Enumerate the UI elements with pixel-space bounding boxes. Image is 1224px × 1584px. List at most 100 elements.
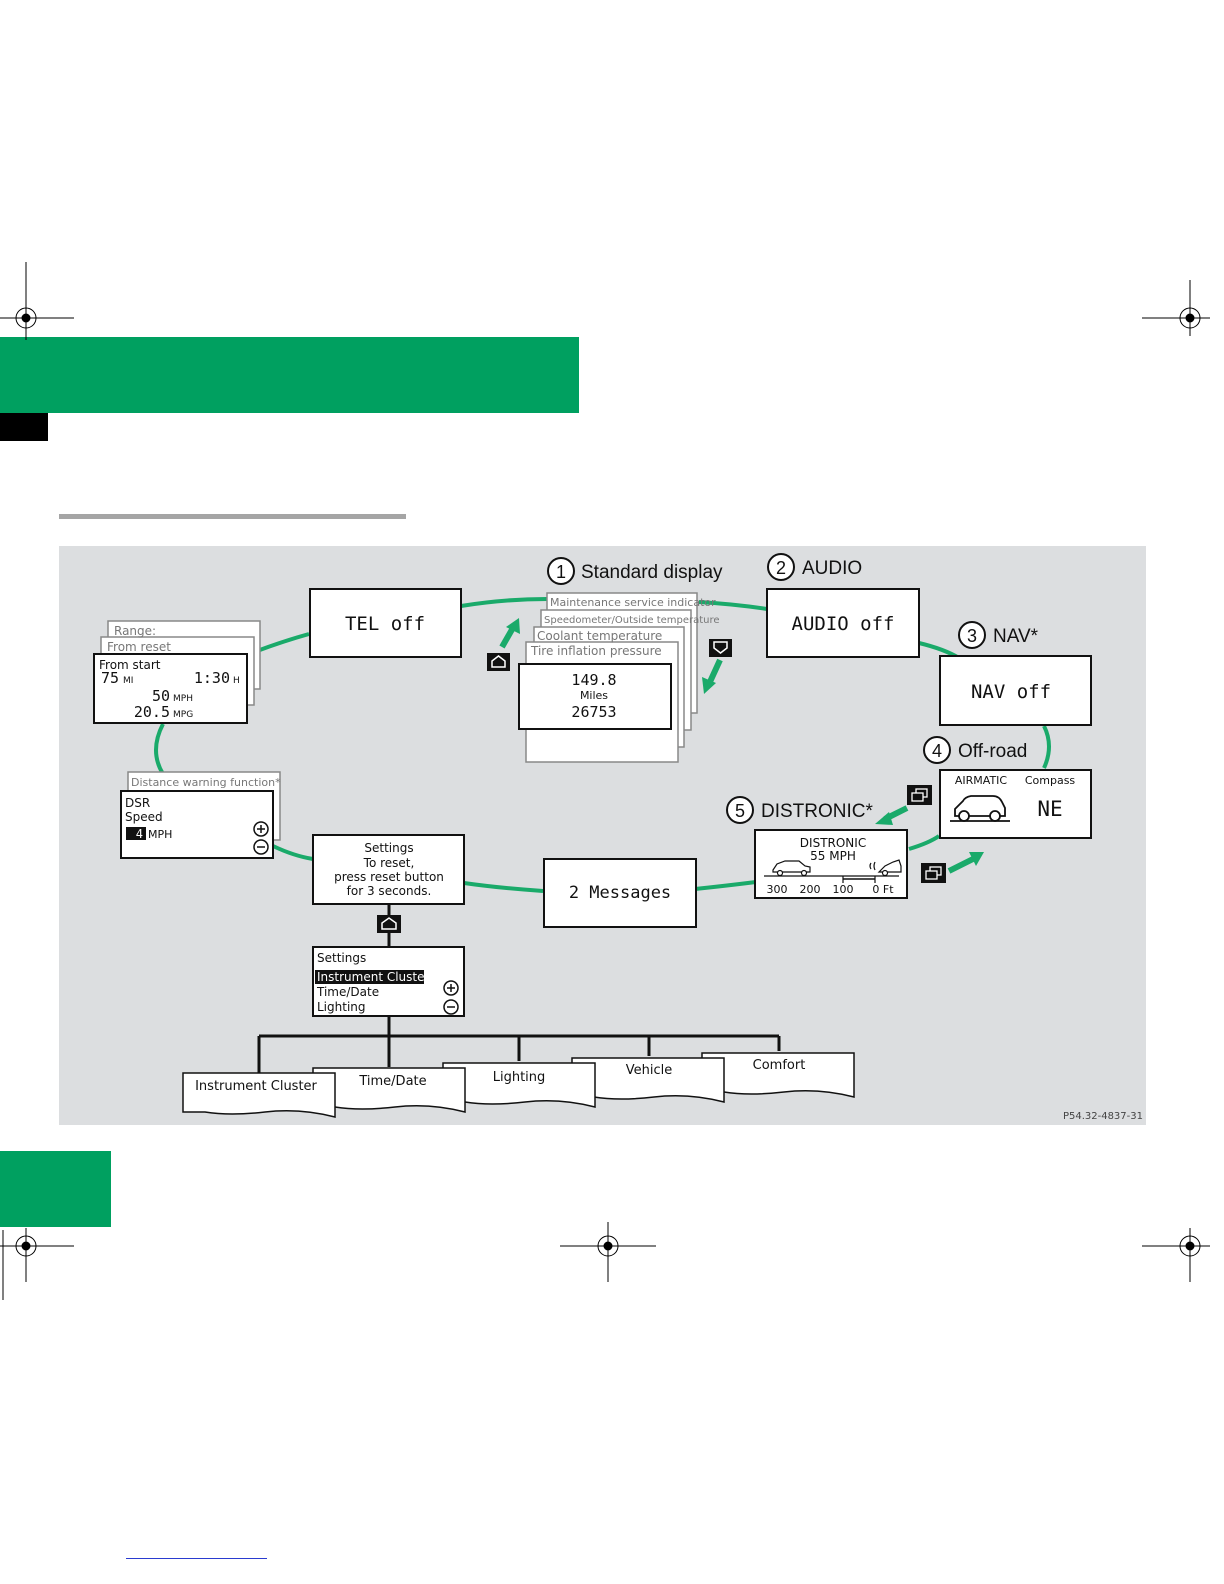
svg-text:2: 2 (776, 558, 786, 578)
trip-computer-stack: Range: From reset From start 75 MI 1:30 … (93, 620, 261, 724)
screen-distronic: DISTRONIC 55 MPH 300 200 100 0 Ft (754, 829, 908, 899)
crosshair-icon (0, 262, 74, 340)
footer-link-rule (126, 1558, 267, 1559)
svg-text:AIRMATIC: AIRMATIC (955, 774, 1008, 787)
svg-text:100: 100 (833, 883, 854, 896)
submenu-tree (257, 1016, 781, 1073)
settings-item-time-date[interactable]: Time/Date (316, 985, 379, 999)
svg-text:3: 3 (967, 626, 977, 646)
svg-text:MPH: MPH (173, 694, 193, 704)
svg-text:Miles: Miles (580, 689, 608, 702)
svg-text:4: 4 (136, 827, 143, 841)
screen-tel: TEL off (309, 588, 462, 658)
crosshair-icon (0, 1228, 74, 1282)
svg-text:149.8: 149.8 (571, 671, 616, 689)
minus-icon (443, 999, 459, 1015)
svg-text:press reset button: press reset button (334, 870, 444, 884)
label-standard-display: 1 Standard display (547, 557, 723, 585)
crosshair-icon (1142, 1228, 1210, 1282)
settings-up-button[interactable] (377, 915, 401, 933)
heading-rule (59, 514, 406, 519)
submenu-vehicle[interactable]: Vehicle (571, 1057, 725, 1103)
page-corner-tab (0, 1151, 111, 1227)
dsr-stack: Distance warning function* DSR Speed 4 M… (120, 771, 281, 859)
minus-icon (253, 839, 269, 855)
settings-item-instrument-cluster[interactable]: Instrument Cluster (317, 970, 429, 984)
plus-icon (443, 980, 459, 996)
svg-text:MI: MI (123, 676, 133, 686)
svg-text:55 MPH: 55 MPH (810, 849, 856, 863)
svg-text:300: 300 (767, 883, 788, 896)
scroll-up-button[interactable] (487, 653, 510, 671)
label-off-road: 4 Off-road (923, 736, 1027, 764)
screen-messages: 2 Messages (543, 858, 697, 928)
stack-item: From reset (107, 640, 171, 654)
stack-item: Tire inflation pressure (530, 644, 662, 658)
svg-text:DSR: DSR (125, 796, 150, 810)
submenu-instrument-cluster[interactable]: Instrument Cluster (182, 1072, 336, 1118)
suv-icon (950, 795, 1010, 822)
svg-text:MPH: MPH (148, 828, 172, 841)
stack-item: Maintenance service indicator (550, 596, 716, 609)
svg-text:4: 4 (932, 741, 942, 761)
screen-off-road: AIRMATIC Compass NE (939, 769, 1092, 839)
svg-text:Standard display: Standard display (581, 562, 723, 583)
right-arrow-icon (947, 852, 984, 874)
svg-text:5: 5 (735, 801, 745, 821)
stack-item: Coolant temperature (537, 629, 662, 643)
svg-text:1: 1 (556, 562, 566, 582)
svg-text:Off-road: Off-road (958, 741, 1027, 762)
submenu-lighting[interactable]: Lighting (442, 1062, 596, 1108)
svg-text:Instrument Cluster: Instrument Cluster (195, 1079, 317, 1094)
svg-text:200: 200 (800, 883, 821, 896)
svg-text:NAV off: NAV off (971, 681, 1051, 703)
plus-icon (253, 821, 269, 837)
submenu-time-date[interactable]: Time/Date (312, 1067, 466, 1113)
svg-text:50: 50 (152, 687, 170, 705)
svg-text:Speed: Speed (125, 810, 163, 824)
svg-text:DISTRONIC*: DISTRONIC* (761, 801, 874, 822)
svg-text:20.5: 20.5 (134, 703, 170, 721)
submenu-comfort[interactable]: Comfort (701, 1052, 855, 1098)
crosshair-icon (560, 1222, 656, 1282)
svg-text:2 Messages: 2 Messages (569, 883, 671, 903)
svg-text:1:30: 1:30 (194, 669, 230, 687)
svg-text:Time/Date: Time/Date (358, 1074, 426, 1089)
svg-text:AUDIO off: AUDIO off (792, 613, 895, 635)
label-nav: 3 NAV* (958, 621, 1039, 649)
diagram-canvas: 1 Standard display 2 AUDIO 3 NAV* 4 Off-… (93, 553, 1143, 1122)
page-back-button[interactable] (907, 785, 932, 805)
svg-text:Settings: Settings (364, 841, 413, 855)
page-tab-marker (0, 413, 48, 441)
svg-text:Vehicle: Vehicle (626, 1063, 673, 1078)
settings-item-lighting[interactable]: Lighting (317, 1000, 366, 1014)
svg-text:0 Ft: 0 Ft (872, 883, 894, 896)
stack-item: Range: (114, 624, 156, 638)
screen-audio: AUDIO off (766, 588, 920, 658)
svg-text:26753: 26753 (571, 703, 616, 721)
own-car-icon (869, 859, 902, 877)
svg-text:Settings: Settings (317, 951, 366, 965)
svg-text:DISTRONIC: DISTRONIC (800, 836, 866, 850)
stack-item: Distance warning function* (131, 776, 281, 789)
crosshair-icon (1142, 280, 1210, 336)
scroll-down-button[interactable] (709, 639, 732, 657)
svg-text:Comfort: Comfort (753, 1058, 806, 1073)
svg-text:Compass: Compass (1025, 774, 1076, 787)
svg-text:From start: From start (99, 658, 161, 672)
svg-text:NAV*: NAV* (993, 626, 1039, 647)
svg-text:for 3 seconds.: for 3 seconds. (347, 884, 432, 898)
up-arrow-icon (499, 618, 520, 649)
screen-settings-menu: Settings Instrument Cluster Time/Date Li… (312, 946, 465, 1017)
stack-item: Speedometer/Outside temperature (544, 615, 720, 626)
svg-text:75: 75 (101, 669, 119, 687)
display-menu-diagram: 1 Standard display 2 AUDIO 3 NAV* 4 Off-… (59, 546, 1146, 1125)
svg-text:MPG: MPG (173, 710, 193, 720)
page-forward-button[interactable] (921, 863, 946, 883)
svg-text:TEL off: TEL off (345, 613, 425, 635)
svg-text:To reset,: To reset, (363, 856, 415, 870)
screen-settings-reset: Settings To reset, press reset button fo… (312, 834, 465, 905)
down-arrow-icon (702, 658, 723, 694)
label-audio: 2 AUDIO (767, 553, 862, 581)
